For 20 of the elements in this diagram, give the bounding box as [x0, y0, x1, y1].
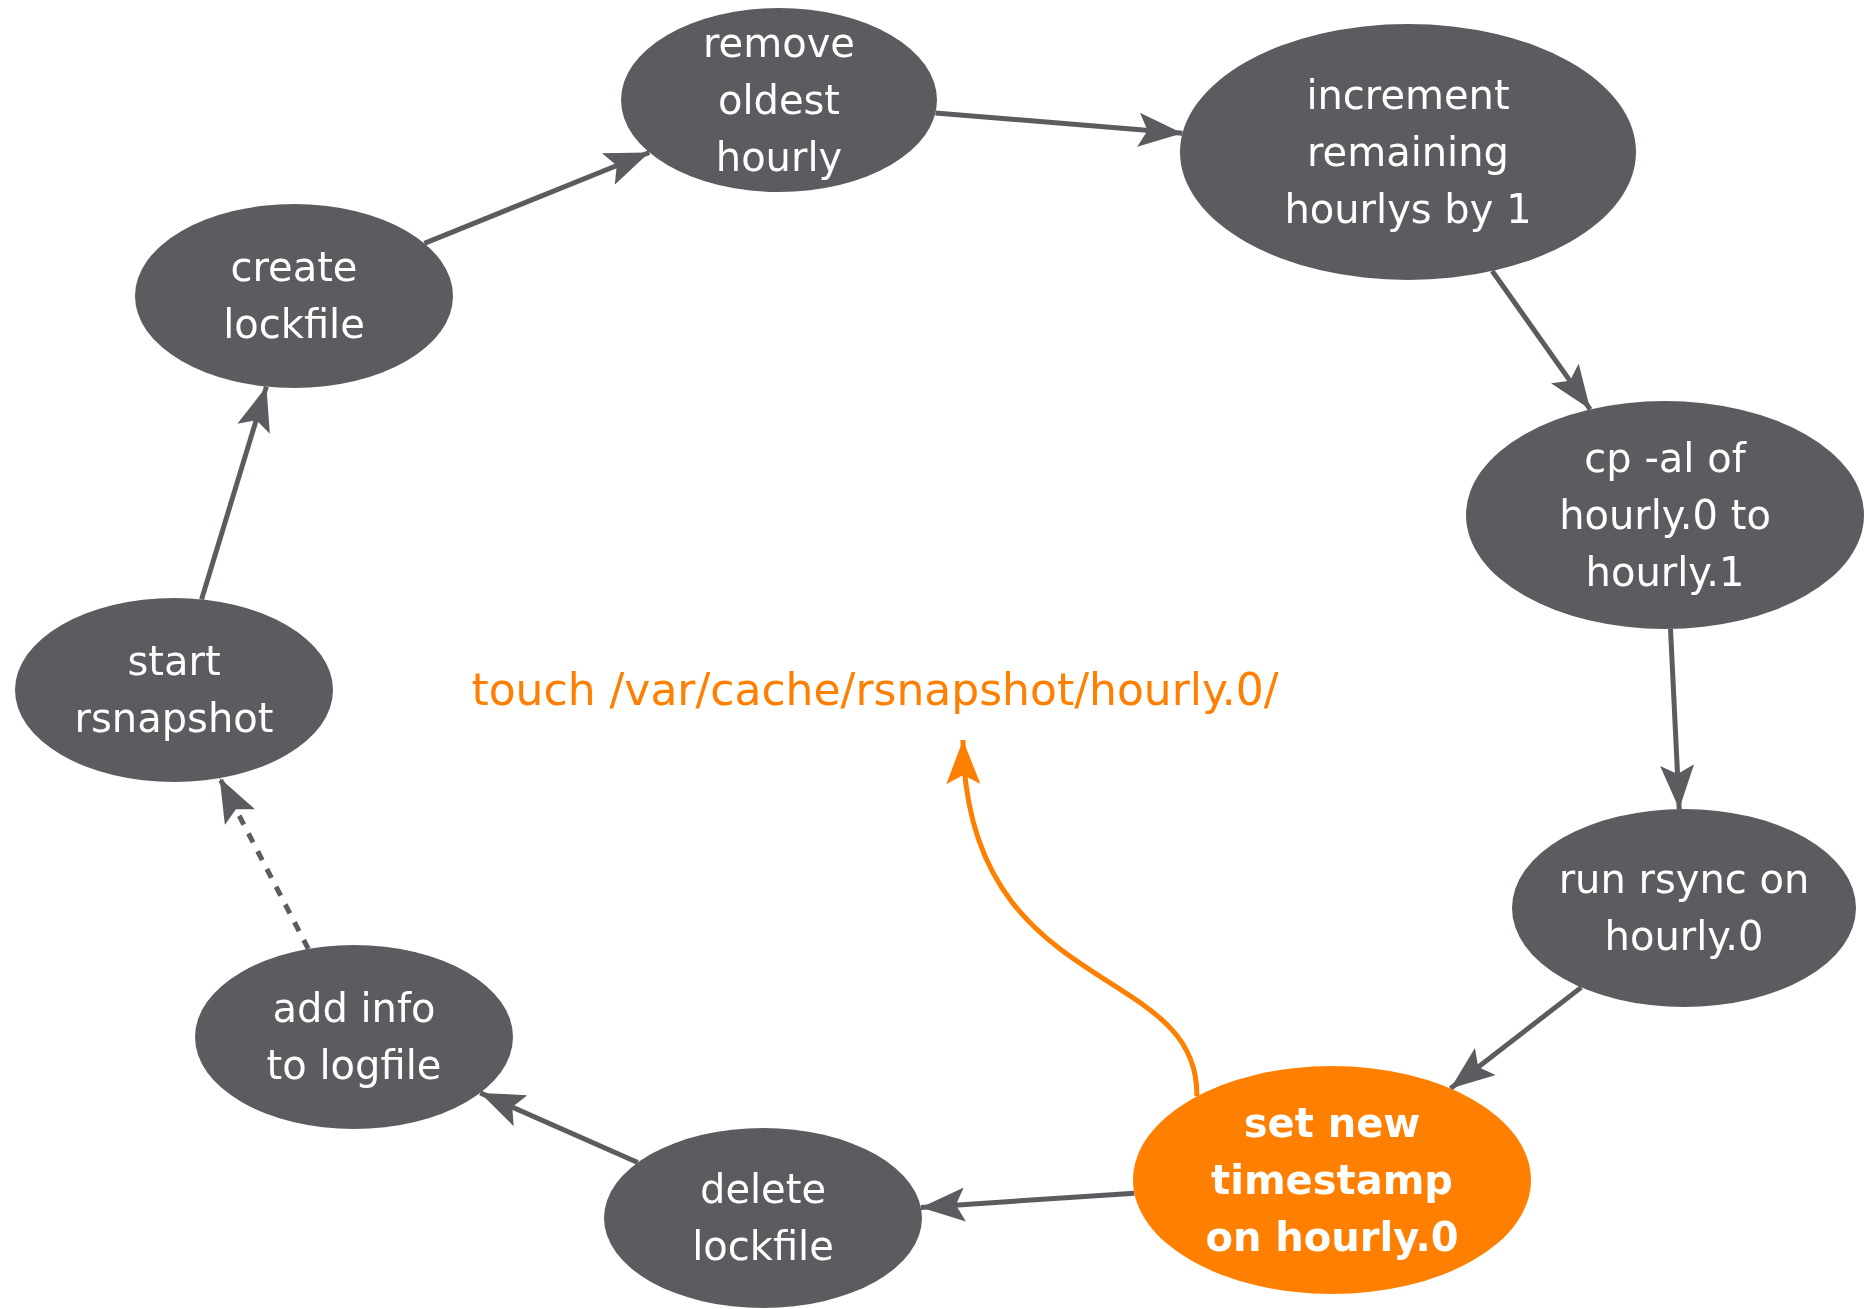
arrow — [199, 385, 270, 601]
arrow — [920, 1187, 1135, 1222]
arrow — [1660, 628, 1695, 810]
dashed-arrow — [217, 776, 311, 951]
step-label: add info to logfile — [265, 984, 443, 1090]
command-text: touch /var/cache/rsnapshot/hourly.0/ — [471, 663, 1279, 717]
step-label: run rsync on hourly.0 — [1557, 855, 1811, 961]
step-label: delete lockfile — [691, 1165, 835, 1271]
arrow — [935, 110, 1183, 147]
step-label: increment remaining hourlys by 1 — [1283, 70, 1533, 234]
step-label: cp -al of hourly.0 to hourly.1 — [1558, 433, 1772, 597]
step-label: start rsnapshot — [73, 637, 275, 743]
arrow — [479, 1090, 639, 1165]
arrow — [423, 150, 651, 246]
step-label: set new timestamp on hourly.0 — [1204, 1098, 1460, 1262]
step-label: remove oldest hourly — [702, 18, 856, 182]
step-label: create lockfile — [222, 243, 366, 349]
arrow — [1449, 985, 1583, 1091]
arrow — [1490, 269, 1593, 411]
curved-arrow — [949, 739, 1200, 1097]
